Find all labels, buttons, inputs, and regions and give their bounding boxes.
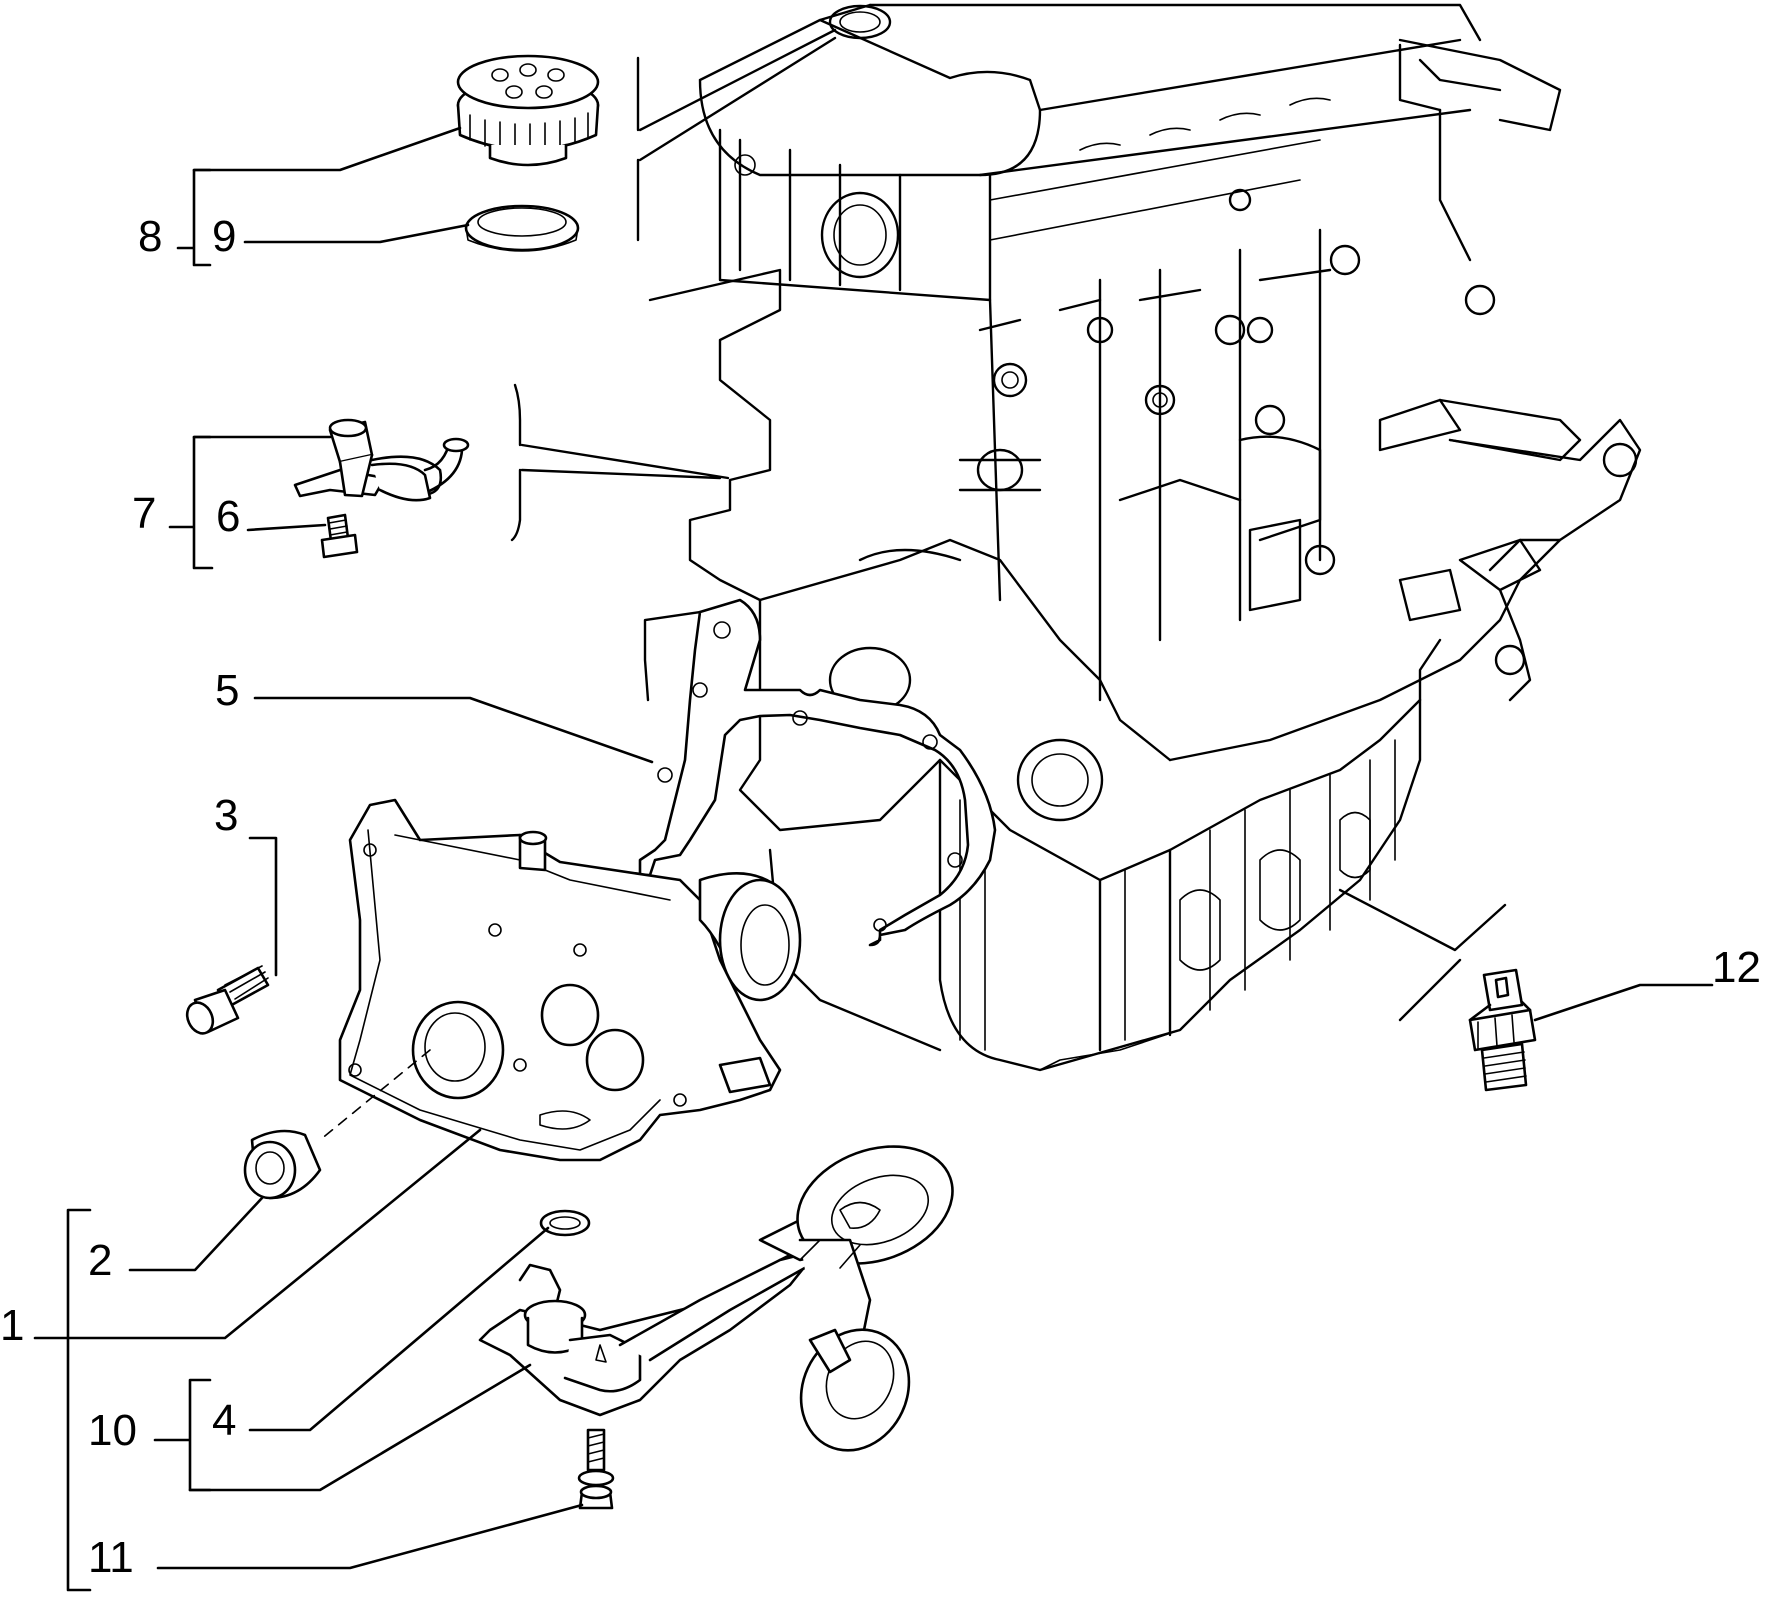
pointer-pressure-switch [1338, 888, 1507, 1022]
pointer-filler [638, 28, 837, 162]
label-4: 4 [212, 1396, 236, 1445]
oil-suction-pipe [478, 1145, 954, 1452]
pointer-sensor [520, 443, 730, 480]
phase-sensor [293, 418, 470, 502]
leader-12 [1533, 983, 1714, 1022]
filler-cap-seal [464, 204, 580, 252]
label-1: 1 [0, 1301, 24, 1350]
leader-6 [246, 523, 327, 532]
bracket-marks-mid [510, 383, 522, 542]
label-8: 8 [138, 212, 162, 261]
crankshaft-seal [243, 1129, 322, 1200]
label-5: 5 [215, 666, 239, 715]
leader-11 [156, 1503, 584, 1570]
bracket-1 [66, 1208, 92, 1592]
label-6: 6 [216, 492, 240, 541]
oil-pump-body [319, 798, 802, 1162]
leader-9 [243, 223, 470, 244]
pump-bolt [185, 965, 270, 1035]
oil-pressure-switch [1468, 968, 1537, 1092]
bracket-8 [176, 168, 212, 267]
leader-4 [248, 1226, 550, 1432]
label-10: 10 [88, 1406, 137, 1455]
leader-8 [192, 126, 462, 172]
label-9: 9 [212, 212, 236, 261]
leader-1 [33, 1128, 482, 1340]
label-12: 12 [1712, 943, 1761, 992]
leader-2 [128, 1196, 264, 1272]
label-11: 11 [88, 1533, 134, 1582]
label-3: 3 [214, 791, 238, 840]
sensor-bolt [320, 513, 359, 559]
leader-5 [253, 696, 654, 764]
o-ring [539, 1209, 591, 1237]
engine-block [648, 3, 1642, 1072]
pipe-bolt [577, 1428, 615, 1510]
oil-filler-cap [456, 54, 600, 167]
bracket-7 [168, 435, 214, 570]
bracket-10 [153, 1378, 212, 1492]
oil-pump-gasket [638, 598, 997, 947]
leader-10 [188, 1363, 532, 1492]
label-2: 2 [88, 1236, 112, 1285]
leader-3 [248, 836, 278, 977]
label-7: 7 [132, 489, 156, 538]
